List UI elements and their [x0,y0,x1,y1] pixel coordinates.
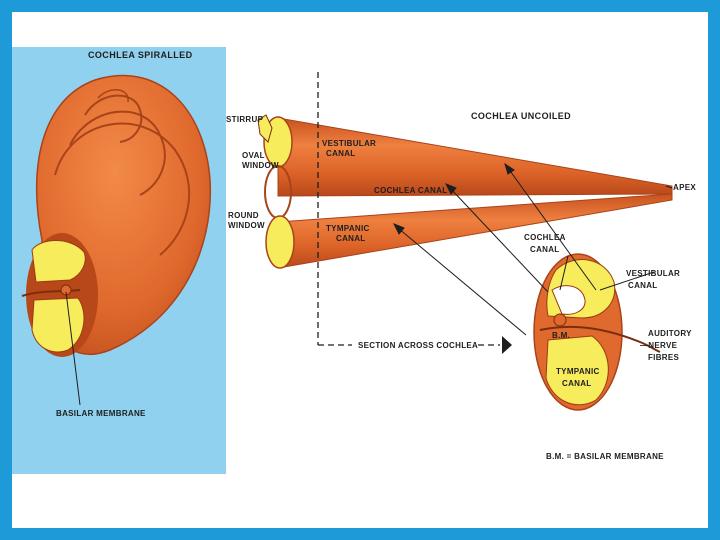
apex-label: APEX [673,183,696,192]
basilar-membrane-label: BASILAR MEMBRANE [56,409,146,418]
auditory-nerve-label-2: —NERVE [640,341,678,350]
tympanic-canal-label-1: TYMPANIC [326,224,370,233]
section-across-label: SECTION ACROSS COCHLEA [358,341,478,350]
oval-window-label-1: OVAL [242,151,265,160]
cochlea-canal-section-label-1: COCHLEA [524,233,566,242]
tympanic-canal-section-label-2: CANAL [562,379,592,388]
uncoiled-cochlea [257,114,673,269]
cochlea-spiralled-title: COCHLEA SPIRALLED [88,50,193,60]
round-window-label-2: WINDOW [228,221,265,230]
tympanic-canal-section-label-1: TYMPANIC [556,367,600,376]
round-window-end [265,215,295,269]
cochlea-cross-section [533,253,661,411]
spiral-cochlea [21,74,212,406]
auditory-nerve-label-3: FIBRES [648,353,679,362]
bm-short-label: B.M. [552,331,570,340]
vestibular-canal-label-1: VESTIBULAR [322,139,376,148]
stirrup-bone [257,114,273,143]
section-marker [317,72,512,354]
cochlea-uncoiled-title: COCHLEA UNCOILED [471,111,571,121]
vestibular-canal-label-2: CANAL [326,149,356,158]
tympanic-canal-label-2: CANAL [336,234,366,243]
leader-lines [392,162,673,336]
stirrup-label: STIRRUP [226,115,264,124]
vestibular-canal-section-label-1: VESTIBULAR [626,269,680,278]
cochlea-canal-label: COCHLEA CANAL [374,186,447,195]
vestibular-canal-section-label-2: CANAL [628,281,658,290]
cochlea-canal-section-label-2: CANAL [530,245,560,254]
auditory-nerve-label-1: AUDITORY [648,329,692,338]
bm-legend: B.M. = BASILAR MEMBRANE [546,452,664,461]
oval-window-label-2: WINDOW [242,161,279,170]
round-window-label-1: ROUND [228,211,259,220]
